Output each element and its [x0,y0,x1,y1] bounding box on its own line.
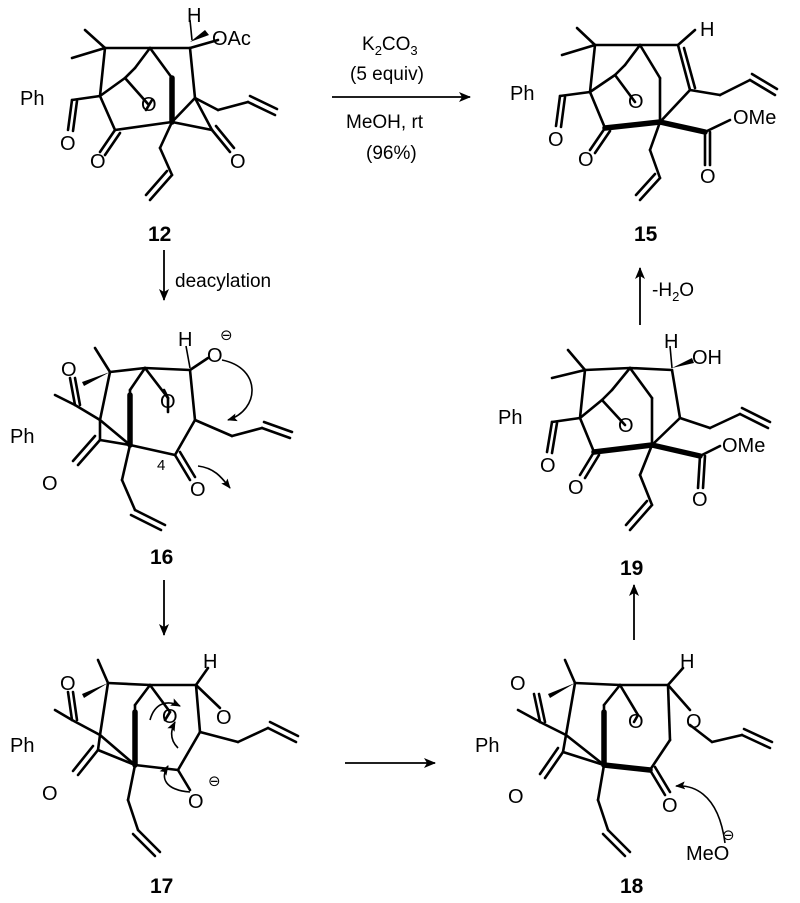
negative-charge: ⊖ [208,773,221,790]
compound-15-structure: Ph H O O O O OMe [510,19,779,202]
hydrogen-label: H [187,5,201,27]
hydrogen-label: H [664,331,678,353]
alkoxide-oxygen-label: O [207,345,223,367]
alkoxide-oxygen-label: O [188,791,204,813]
oxygen-label: O [42,783,58,805]
oxygen-label: O [662,795,678,817]
hydrogen-label: H [178,329,192,351]
compound-label-19: 19 [620,557,643,580]
methoxide-label: MeO [686,843,729,865]
oxygen-label: O [548,129,564,151]
oxygen-label: O [162,706,178,728]
phenyl-label: Ph [10,426,34,448]
phenyl-label: Ph [498,407,522,429]
oxygen-label: O [60,673,76,695]
oxygen-label: O [190,479,206,501]
oxygen-label: O [90,151,106,173]
oxygen-label: O [42,473,58,495]
oxygen-label: O [61,359,77,381]
reaction-yield: (96%) [366,143,417,164]
oxygen-label: O [510,673,526,695]
oxygen-label: O [216,707,232,729]
oxygen-label: O [60,133,76,155]
acetate-label: OAc [212,28,251,50]
solvent-conditions: MeOH, rt [346,112,424,133]
phenyl-label: Ph [475,735,499,757]
locant-4: 4 [157,457,165,474]
hydrogen-label: H [700,19,714,41]
phenyl-label: Ph [510,83,534,105]
compound-19-structure: Ph H OH O O O O OMe [498,331,772,532]
oxygen-label: O [160,391,176,413]
deacylation-label: deacylation [175,271,271,292]
oxygen-label: O [628,711,644,733]
oxygen-label: O [692,489,708,511]
compound-16-structure: Ph H O ⊖ O O O O 4 [10,327,294,532]
compound-17-structure: Ph H O O O O O ⊖ [10,651,300,858]
oxygen-label: O [508,786,524,808]
oxygen-label: O [700,166,716,188]
methoxy-label: OMe [733,107,776,129]
oxygen-label: O [628,91,644,113]
compound-label-16: 16 [150,546,173,569]
compound-label-18: 18 [620,875,644,898]
oxygen-label: O [686,711,702,733]
dehydration-label: -H2O [652,280,694,304]
negative-charge: ⊖ [220,327,233,344]
hydrogen-label: H [680,651,694,673]
compound-12-structure: Ph H OAc O O O O [20,5,279,202]
oxygen-label: O [578,149,594,171]
compound-18-structure: Ph H O O O O O MeO ⊖ [475,651,774,865]
reagent-k2co3: K2CO3 [362,34,418,58]
phenyl-label: Ph [20,88,44,110]
hydrogen-label: H [203,651,217,673]
oxygen-label: O [540,455,556,477]
oxygen-label: O [141,94,157,116]
compound-label-15: 15 [634,223,658,246]
oxygen-label: O [230,151,246,173]
reagent-equivalents: (5 equiv) [350,64,424,85]
methoxy-label: OMe [722,435,765,457]
compound-label-17: 17 [150,875,173,898]
oxygen-label: O [568,477,584,499]
oxygen-label: O [618,415,634,437]
hydroxyl-label: OH [692,347,722,369]
compound-label-12: 12 [148,223,171,246]
phenyl-label: Ph [10,735,34,757]
